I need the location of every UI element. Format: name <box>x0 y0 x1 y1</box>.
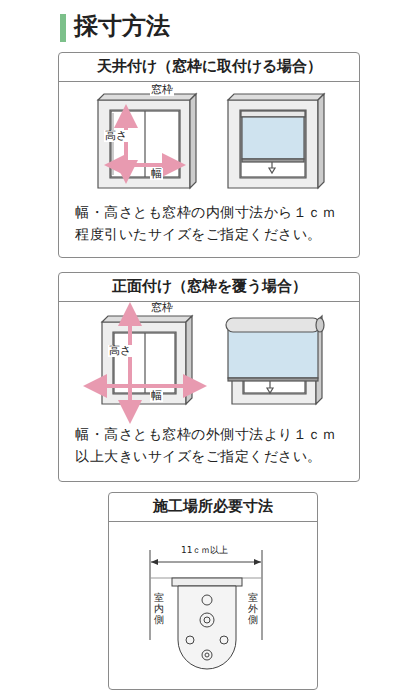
title-bar <box>60 14 66 42</box>
height-label: 高さ <box>108 345 132 357</box>
measure-arrow <box>95 314 195 412</box>
panel-heading: 天井付け（窓枠に取付ける場合） <box>59 53 359 82</box>
side-label: 室外側 <box>247 592 259 625</box>
side-label: 室内側 <box>153 592 165 625</box>
bracket-drawing <box>150 550 262 669</box>
window-blind <box>226 316 324 404</box>
window-blind <box>228 94 324 188</box>
window-frame <box>98 94 196 188</box>
dimension-label: 11ｃｍ以上 <box>180 546 229 556</box>
page-title: 採寸方法 <box>74 12 170 41</box>
panel-heading: 正面付け（窓枠を覆う場合） <box>59 273 359 302</box>
frame-label: 窓枠 <box>150 84 174 96</box>
panel-box: 天井付け（窓枠に取付ける場合） 幅・高さとも窓枠の内側寸法から１ｃｍ 程度引いたサ… <box>58 52 360 258</box>
panel-note: 幅・高さとも窓枠の内側寸法から１ｃｍ 程度引いたサイズをご指定ください。 <box>75 201 345 246</box>
panel-box: 正面付け（窓枠を覆う場合） 幅・高さとも窓枠の外側寸法より１ｃｍ 以上大きいサイズ… <box>58 272 360 482</box>
panel-box: 施工場所必要寸法 <box>108 492 318 690</box>
width-label: 幅 <box>150 390 163 402</box>
panel-heading: 施工場所必要寸法 <box>109 493 317 522</box>
frame-label: 窓枠 <box>150 302 174 314</box>
measure-arrow <box>116 116 174 172</box>
width-label: 幅 <box>150 168 163 180</box>
panel-note: 幅・高さとも窓枠の外側寸法より１ｃｍ 以上大きいサイズをご指定ください。 <box>75 423 345 468</box>
height-label: 高さ <box>104 130 128 142</box>
window-frame <box>102 316 192 404</box>
